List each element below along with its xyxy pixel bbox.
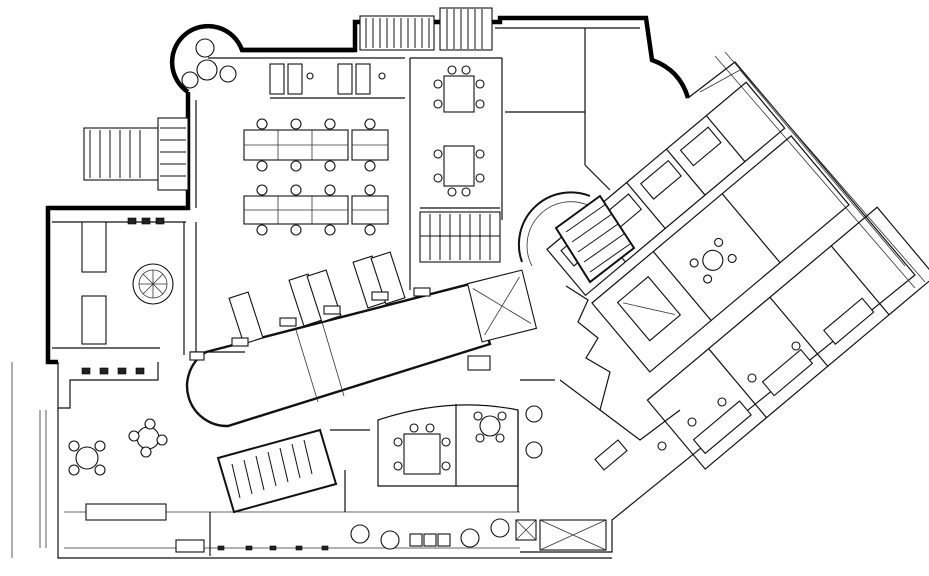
desk-cluster-icon [243,118,389,236]
rectangular-meeting-table-icon [433,65,485,197]
curved-lobby [517,164,611,267]
central-staircase-icon [419,211,501,263]
bottom-fixtures [175,539,329,553]
left-staircase-icon [83,117,189,191]
service-core [559,285,801,471]
lower-outline [11,362,612,559]
armchair-icon [350,405,607,551]
central-capsule-room [185,269,538,428]
interior-partitions [52,27,640,556]
corner-tower [181,38,237,89]
round-meeting-table-icon [479,415,501,437]
top-staircase-icon [359,7,493,51]
left-room [81,217,174,375]
lower-staircase-icon [216,428,338,514]
storage-cabinets [269,63,386,95]
right-wing-outline [520,51,926,553]
lower-meeting-room [377,404,519,487]
lounge-tables [68,418,168,476]
angled-workstations [189,251,431,361]
right-wing-staircase-icon [554,194,636,284]
